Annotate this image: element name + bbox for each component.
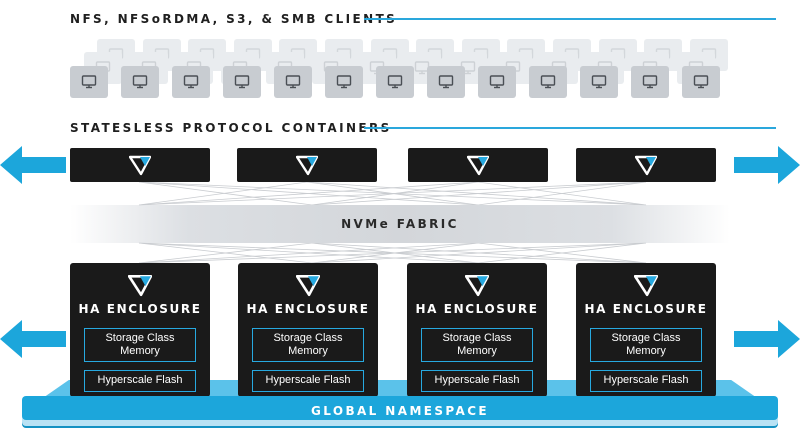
protocol-container-4 [576,148,716,182]
storage-class-memory-box: Storage Class Memory [84,328,196,362]
client-tile [121,66,159,98]
hyperscale-flash-box: Hyperscale Flash [84,370,196,392]
client-tile [529,66,567,98]
monitor-icon [285,75,301,89]
monitor-icon [642,75,658,89]
monitor-icon [540,75,556,89]
monitor-icon [591,75,607,89]
monitor-icon [387,75,403,89]
enclosure-title: HA ENCLOSURE [415,302,539,316]
ha-enclosure-2: HA ENCLOSURE Storage Class Memory Hypers… [238,263,378,397]
vast-logo-icon [465,274,489,297]
client-tile [478,66,516,98]
nvme-fabric-label: NVMe FABRIC [341,217,459,231]
protocol-container-2 [237,148,377,182]
monitor-icon [132,75,148,89]
monitor-icon [81,75,97,89]
ha-enclosure-3: HA ENCLOSURE Storage Class Memory Hypers… [407,263,547,397]
hyperscale-flash-box: Hyperscale Flash [252,370,364,392]
storage-class-memory-box: Storage Class Memory [421,328,533,362]
right-arrow-icon [734,320,800,358]
client-tile [631,66,669,98]
enclosure-title: HA ENCLOSURE [584,302,708,316]
vast-logo-icon [296,155,318,176]
left-arrow-icon [0,146,66,184]
vast-logo-icon [467,155,489,176]
client-tile [70,66,108,98]
client-tile [325,66,363,98]
containers-title: STATESLESS PROTOCOL CONTAINERS [70,121,392,135]
client-tile [172,66,210,98]
monitor-icon [183,75,199,89]
global-namespace-bar [22,396,778,426]
hyperscale-flash-box: Hyperscale Flash [590,370,702,392]
client-tile [580,66,618,98]
hyperscale-flash-box: Hyperscale Flash [421,370,533,392]
client-tile [274,66,312,98]
client-grid [0,0,800,110]
vast-logo-icon [128,274,152,297]
clients-rule [364,18,776,20]
ha-enclosure-4: HA ENCLOSURE Storage Class Memory Hypers… [576,263,716,397]
vast-logo-icon [129,155,151,176]
client-tile [376,66,414,98]
global-namespace-label: GLOBAL NAMESPACE [310,404,490,418]
client-tile [682,66,720,98]
monitor-icon [438,75,454,89]
protocol-container-1 [70,148,210,182]
monitor-icon [489,75,505,89]
ha-enclosure-1: HA ENCLOSURE Storage Class Memory Hypers… [70,263,210,397]
storage-class-memory-box: Storage Class Memory [590,328,702,362]
client-tile [427,66,465,98]
monitor-icon [234,75,250,89]
monitor-icon [336,75,352,89]
vast-logo-icon [634,274,658,297]
protocol-container-3 [408,148,548,182]
enclosure-title: HA ENCLOSURE [246,302,370,316]
clients-title: NFS, NFSoRDMA, S3, & SMB CLIENTS [70,12,398,26]
client-tile [223,66,261,98]
containers-rule [364,127,776,129]
vast-logo-icon [296,274,320,297]
vast-logo-icon [635,155,657,176]
storage-class-memory-box: Storage Class Memory [252,328,364,362]
monitor-icon [693,75,709,89]
nvme-fabric-band [70,205,730,243]
right-arrow-icon [734,146,800,184]
enclosure-title: HA ENCLOSURE [78,302,202,316]
left-arrow-icon [0,320,66,358]
